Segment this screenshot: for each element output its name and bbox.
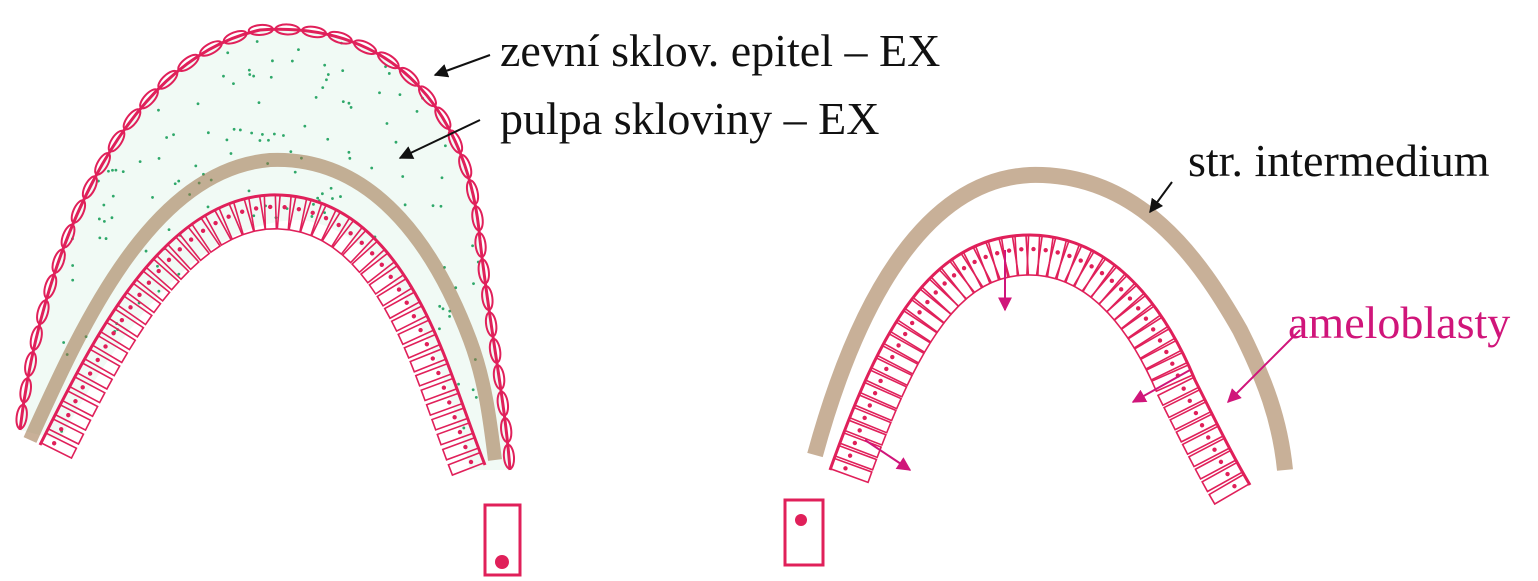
- label-enamel-pulp: pulpa skloviny – EX: [500, 93, 879, 144]
- enlarged-ameloblast-right: [785, 500, 823, 565]
- arrow-outer-epithelium: [435, 55, 490, 75]
- label-outer-epithelium: zevní sklov. epitel – EX: [500, 25, 940, 76]
- label-ameloblasts: ameloblasty: [1288, 297, 1510, 348]
- enlarged-ameloblast-left: [485, 505, 520, 575]
- left-enamel-organ: [15, 24, 515, 475]
- label-stratum-intermedium: str. intermedium: [1188, 135, 1490, 186]
- arrow-stratum-intermedium: [1150, 182, 1172, 212]
